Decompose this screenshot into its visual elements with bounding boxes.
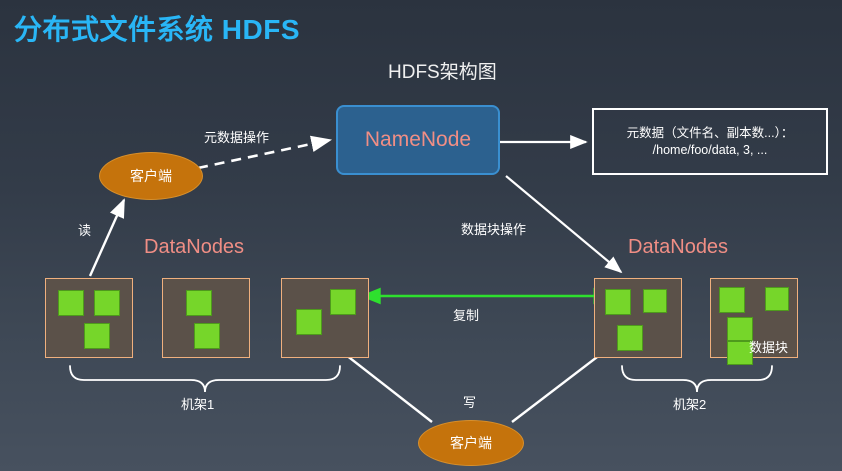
label-replicate: 复制 xyxy=(453,308,480,323)
data-block xyxy=(719,287,745,313)
namenode-label: NameNode xyxy=(364,128,472,151)
label-data-block: 数据块 xyxy=(749,340,789,355)
datanode-2[interactable] xyxy=(162,278,250,358)
metadata-box: 元数据（文件名、副本数...）： /home/foo/data, 3, ... xyxy=(592,108,828,175)
datanode-5[interactable] xyxy=(710,278,798,365)
data-block xyxy=(617,325,643,351)
data-block xyxy=(58,290,84,316)
label-read: 读 xyxy=(78,223,92,238)
data-block xyxy=(727,341,753,365)
client-node-top[interactable]: 客户端 xyxy=(99,152,203,200)
edge-read xyxy=(88,198,126,277)
data-block xyxy=(727,317,753,341)
datanodes-caption-right: DataNodes xyxy=(628,236,729,258)
data-block xyxy=(186,290,212,316)
datanode-4[interactable] xyxy=(594,278,682,358)
datanodes-caption-left: DataNodes xyxy=(144,236,245,258)
label-rack-2: 机架2 xyxy=(673,397,707,412)
datanode-3[interactable] xyxy=(281,278,369,358)
data-block xyxy=(84,323,110,349)
client-node-bottom[interactable]: 客户端 xyxy=(418,420,524,466)
data-block xyxy=(643,289,667,313)
data-block xyxy=(194,323,220,349)
client-top-label: 客户端 xyxy=(130,168,172,184)
metadata-line-1: 元数据（文件名、副本数...）： xyxy=(626,125,794,140)
data-block xyxy=(765,287,789,311)
rack2-brace xyxy=(621,365,773,393)
label-rack-1: 机架1 xyxy=(181,397,215,412)
metadata-line-2: /home/foo/data, 3, ... xyxy=(652,142,768,157)
data-block xyxy=(605,289,631,315)
label-block-operation: 数据块操作 xyxy=(461,222,527,237)
label-write: 写 xyxy=(463,395,477,410)
data-block xyxy=(296,309,322,335)
namenode-box[interactable]: NameNode xyxy=(336,105,500,175)
client-bottom-label: 客户端 xyxy=(450,435,492,451)
diagram-subtitle: HDFS架构图 xyxy=(388,62,497,83)
page-title: 分布式文件系统 HDFS xyxy=(14,14,301,45)
rack1-brace xyxy=(69,365,341,393)
label-metadata-operation: 元数据操作 xyxy=(204,130,270,145)
data-block xyxy=(94,290,120,316)
data-block xyxy=(330,289,356,315)
datanode-1[interactable] xyxy=(45,278,133,358)
